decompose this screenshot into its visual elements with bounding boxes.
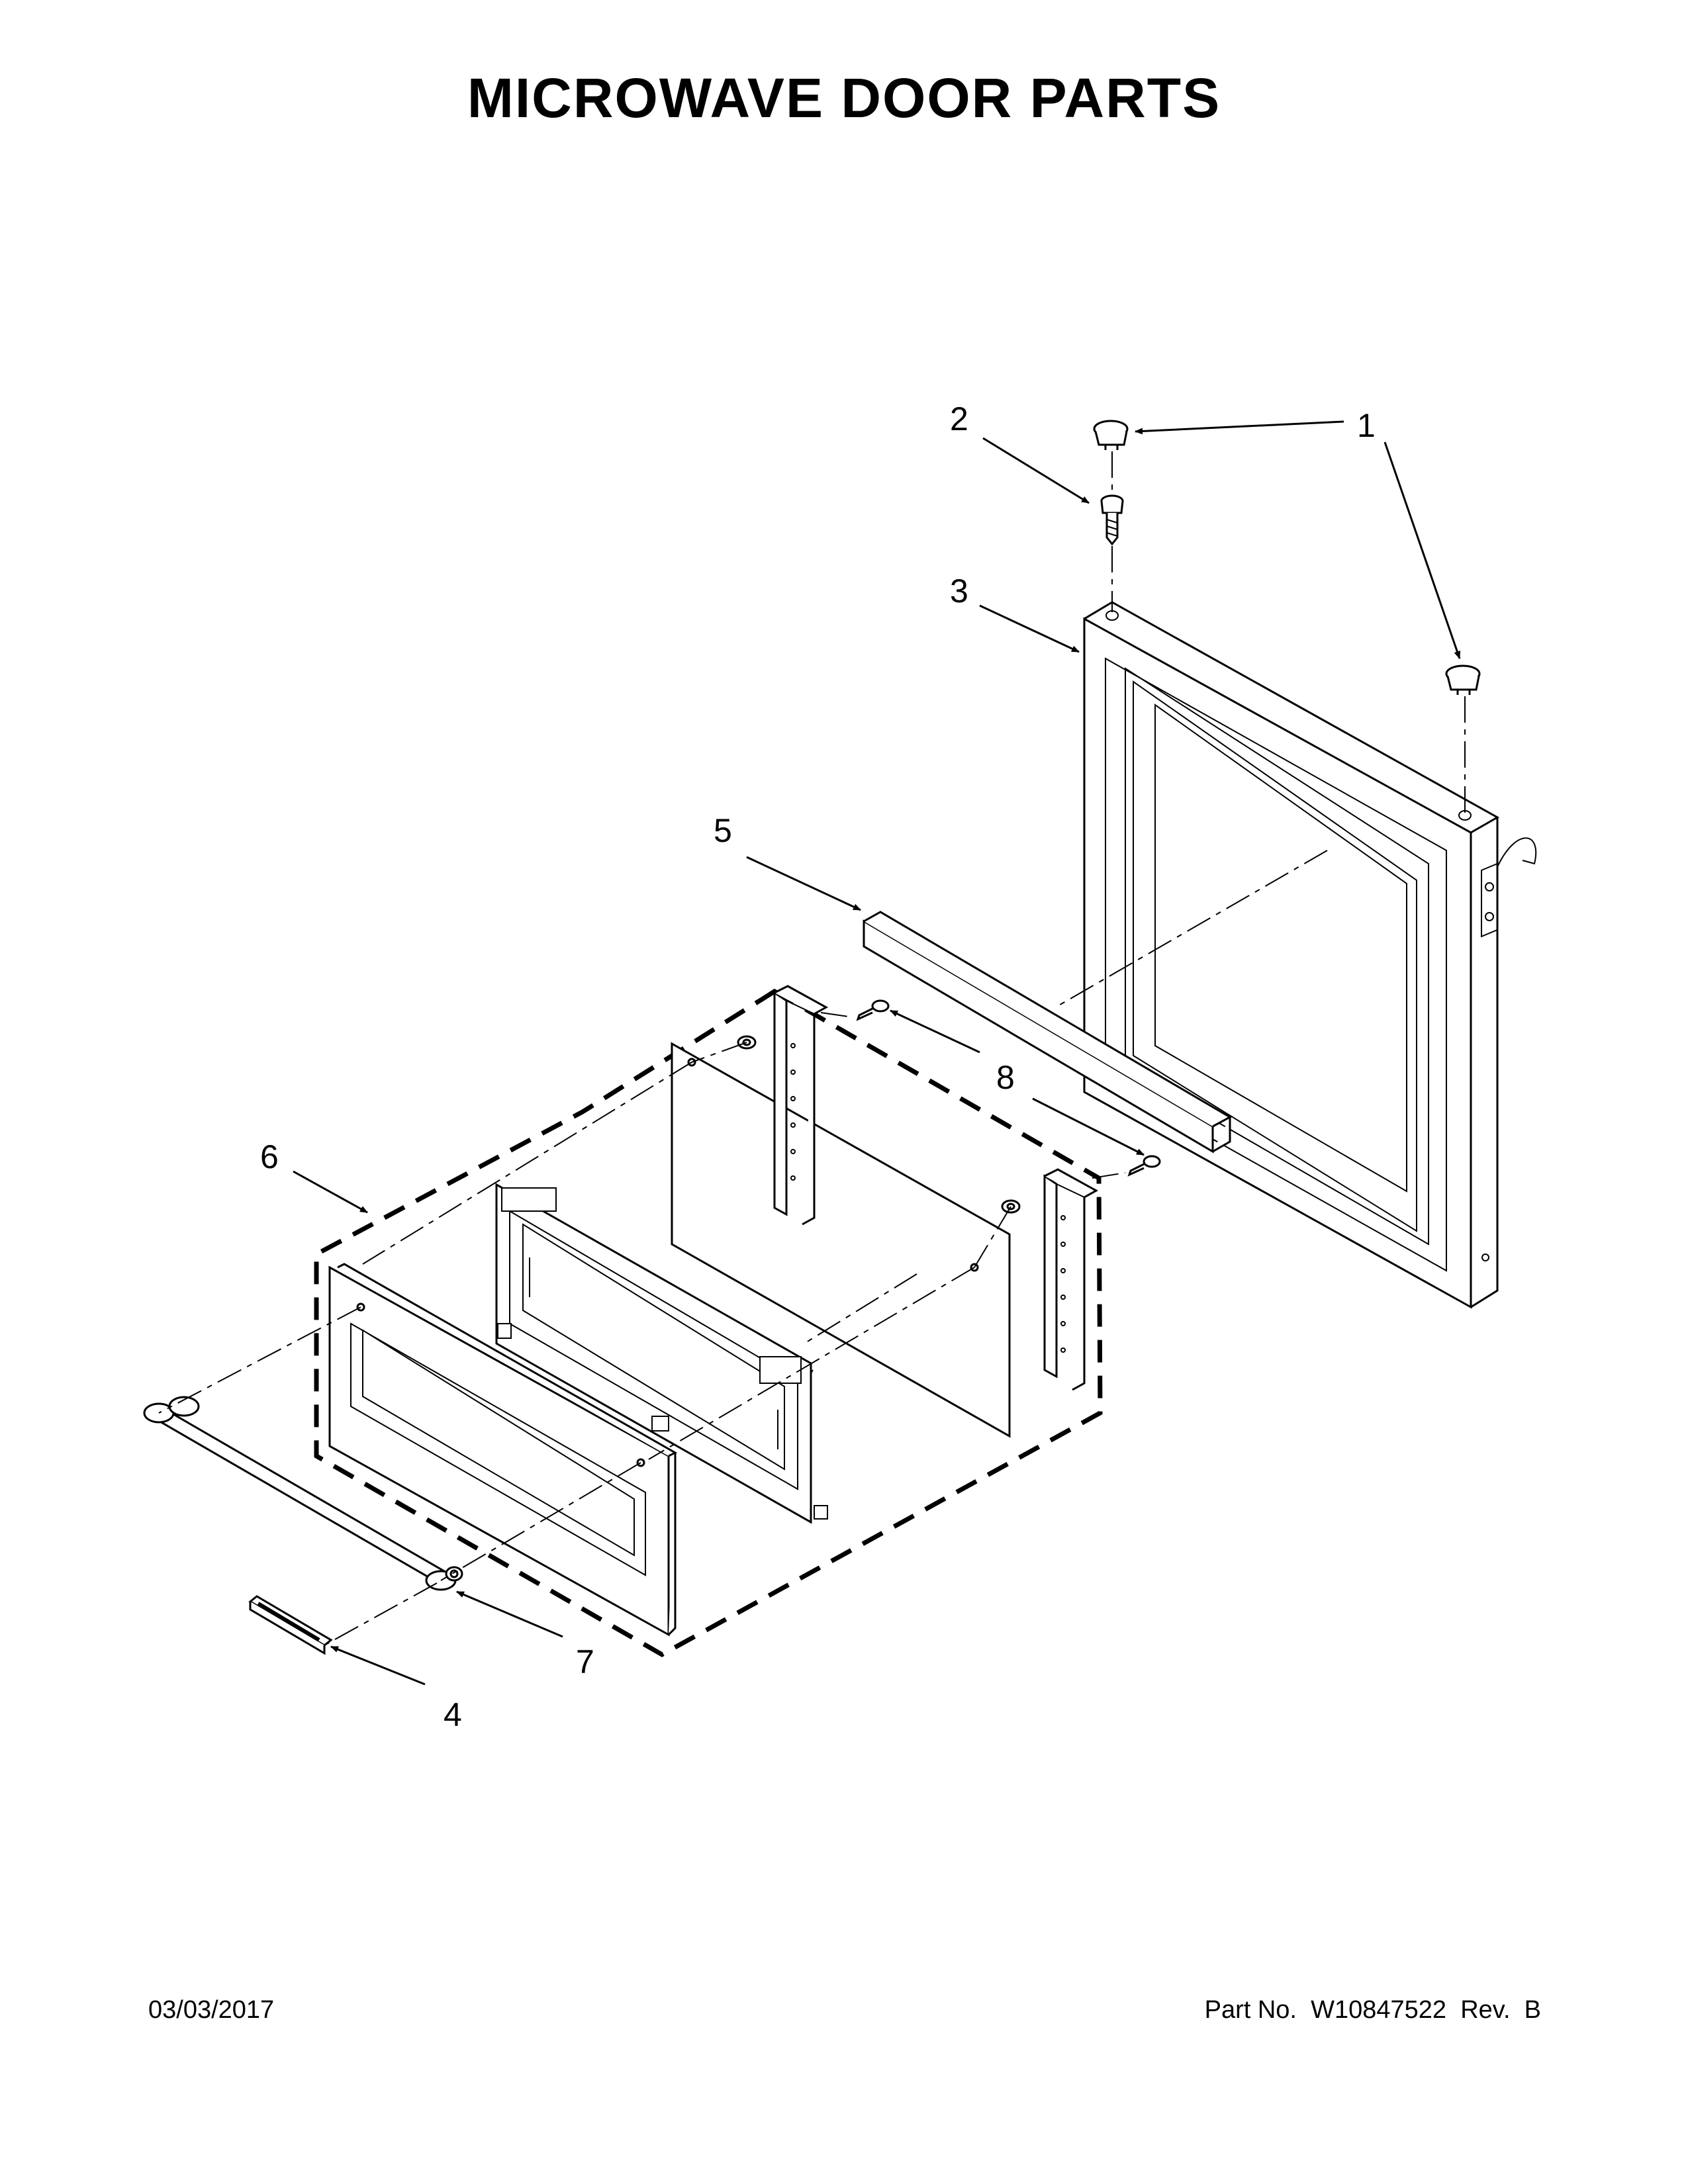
part-number-label: Part No. [1204,1996,1297,2024]
screw-part [1100,494,1124,546]
hinge-bracket-left [773,985,829,1226]
nameplate-badge-part [248,1595,333,1655]
choke-strip-part [863,911,1233,1154]
callout-7: 7 [576,1643,594,1680]
alignment-lines [158,451,1466,1646]
callout-8: 8 [996,1059,1015,1096]
screw-8-parts [856,999,1161,1177]
hinge-bracket-right [1043,1168,1099,1391]
leader-arrows [293,420,1461,1686]
plug-part-right [1445,664,1481,695]
footer-date: 03/03/2017 [148,1996,275,2024]
revision-label: Rev. [1460,1996,1511,2024]
callout-1: 1 [1357,407,1376,444]
outer-door-panel [328,1263,678,1637]
door-frame-part [1083,601,1537,1309]
plug-part-top [1093,420,1129,450]
choke-frame-part [495,1183,828,1524]
callout-4: 4 [444,1696,462,1733]
washer-parts [737,1035,1021,1214]
part-number-value: W10847522 [1311,1996,1447,2024]
footer-part-number: Part No. W10847522 Rev. B [1205,1996,1541,2025]
door-assembly-boundary [314,988,1103,1658]
revision-value: B [1524,1996,1541,2024]
callout-2: 2 [950,400,968,437]
callout-5: 5 [714,812,732,849]
callout-6: 6 [260,1138,279,1175]
page-title: MICROWAVE DOOR PARTS [467,67,1221,129]
callout-3: 3 [950,572,968,610]
